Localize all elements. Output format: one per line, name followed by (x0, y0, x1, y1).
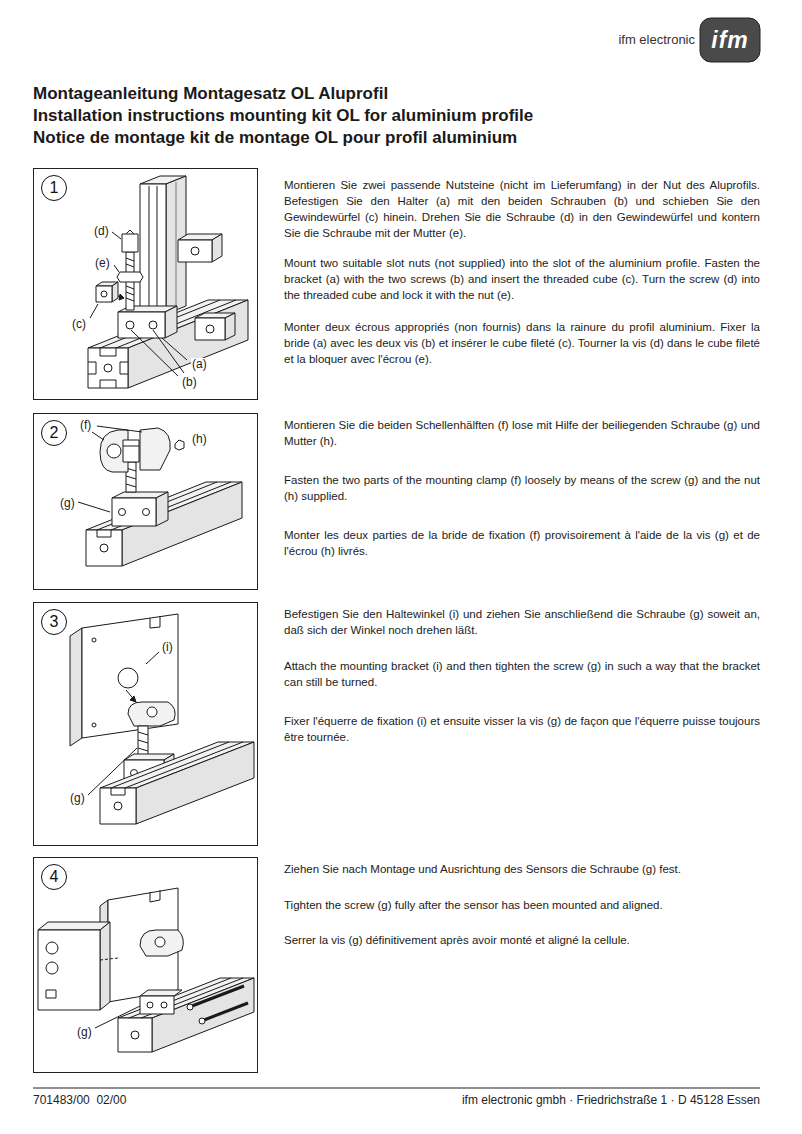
brand-name: ifm electronic (520, 32, 695, 48)
instruction-text: Ziehen Sie nach Montage und Ausrichtung … (284, 861, 760, 877)
part-label: (g) (59, 497, 76, 510)
step-4-drawing (38, 888, 254, 1052)
document-number: 701483/00 02/00 (33, 1092, 253, 1108)
instruction-text: Fasten the two parts of the mounting cla… (284, 472, 760, 504)
step-number: 2 (41, 420, 67, 446)
step-panel: (i) (g) 3 (33, 602, 258, 846)
part-label: (a) (191, 358, 208, 371)
instruction-text: Befestigen Sie den Haltewinkel (i) und z… (284, 606, 760, 638)
instruction-text: Fixer l'équerre de fixation (i) et ensui… (284, 713, 760, 745)
part-label: (b) (181, 376, 198, 389)
step-number: 3 (41, 609, 67, 635)
step-3-drawing (70, 614, 254, 824)
part-label: (g) (69, 792, 86, 805)
heading: Installation instructions mounting kit O… (33, 105, 753, 127)
part-label: (h) (191, 433, 208, 446)
instruction-text: Monter deux écrous appropriés (non fourn… (284, 319, 760, 367)
part-label: (d) (93, 225, 110, 238)
footer-rule (33, 1088, 760, 1089)
step-number: 4 (41, 864, 67, 890)
part-label: (f) (79, 419, 92, 432)
logo-badge (700, 18, 760, 62)
step-number: 1 (41, 175, 67, 201)
instruction-text: Attach the mounting bracket (i) and then… (284, 658, 760, 690)
heading: Notice de montage kit de montage OL pour… (33, 127, 753, 149)
instruction-text: Montieren Sie die beiden Schellenhälften… (284, 417, 760, 449)
logo-text: ifm (700, 22, 760, 58)
instruction-text: Monter les deux parties de la bride de f… (284, 527, 760, 559)
instruction-text: Serrer la vis (g) définitivement après a… (284, 932, 760, 948)
company-address: ifm electronic gmbh · Friedrichstraße 1 … (340, 1092, 760, 1108)
part-label: (c) (71, 318, 87, 331)
step-panel: (f) (h) (g) 2 (33, 413, 258, 590)
step-panel: (d) (e) (c) (a) (b) 1 (33, 168, 258, 400)
step-1-drawing (88, 176, 248, 388)
callout-number: 4 (50, 868, 59, 886)
heading: Montageanleitung Montagesatz OL Aluprofi… (33, 83, 388, 105)
callout-number: 1 (50, 179, 59, 197)
part-label: (e) (94, 257, 111, 270)
step-2-drawing (78, 426, 242, 566)
step-panel: (g) 4 (33, 857, 258, 1073)
part-label: (g) (76, 1026, 93, 1039)
instruction-text: Mount two suitable slot nuts (not suppli… (284, 255, 760, 303)
instruction-text: Montieren Sie zwei passende Nutsteine (n… (284, 177, 760, 241)
part-label: (i) (161, 641, 174, 654)
instruction-text: Tighten the screw (g) fully after the se… (284, 897, 760, 913)
callout-number: 3 (50, 613, 59, 631)
callout-number: 2 (50, 424, 59, 442)
